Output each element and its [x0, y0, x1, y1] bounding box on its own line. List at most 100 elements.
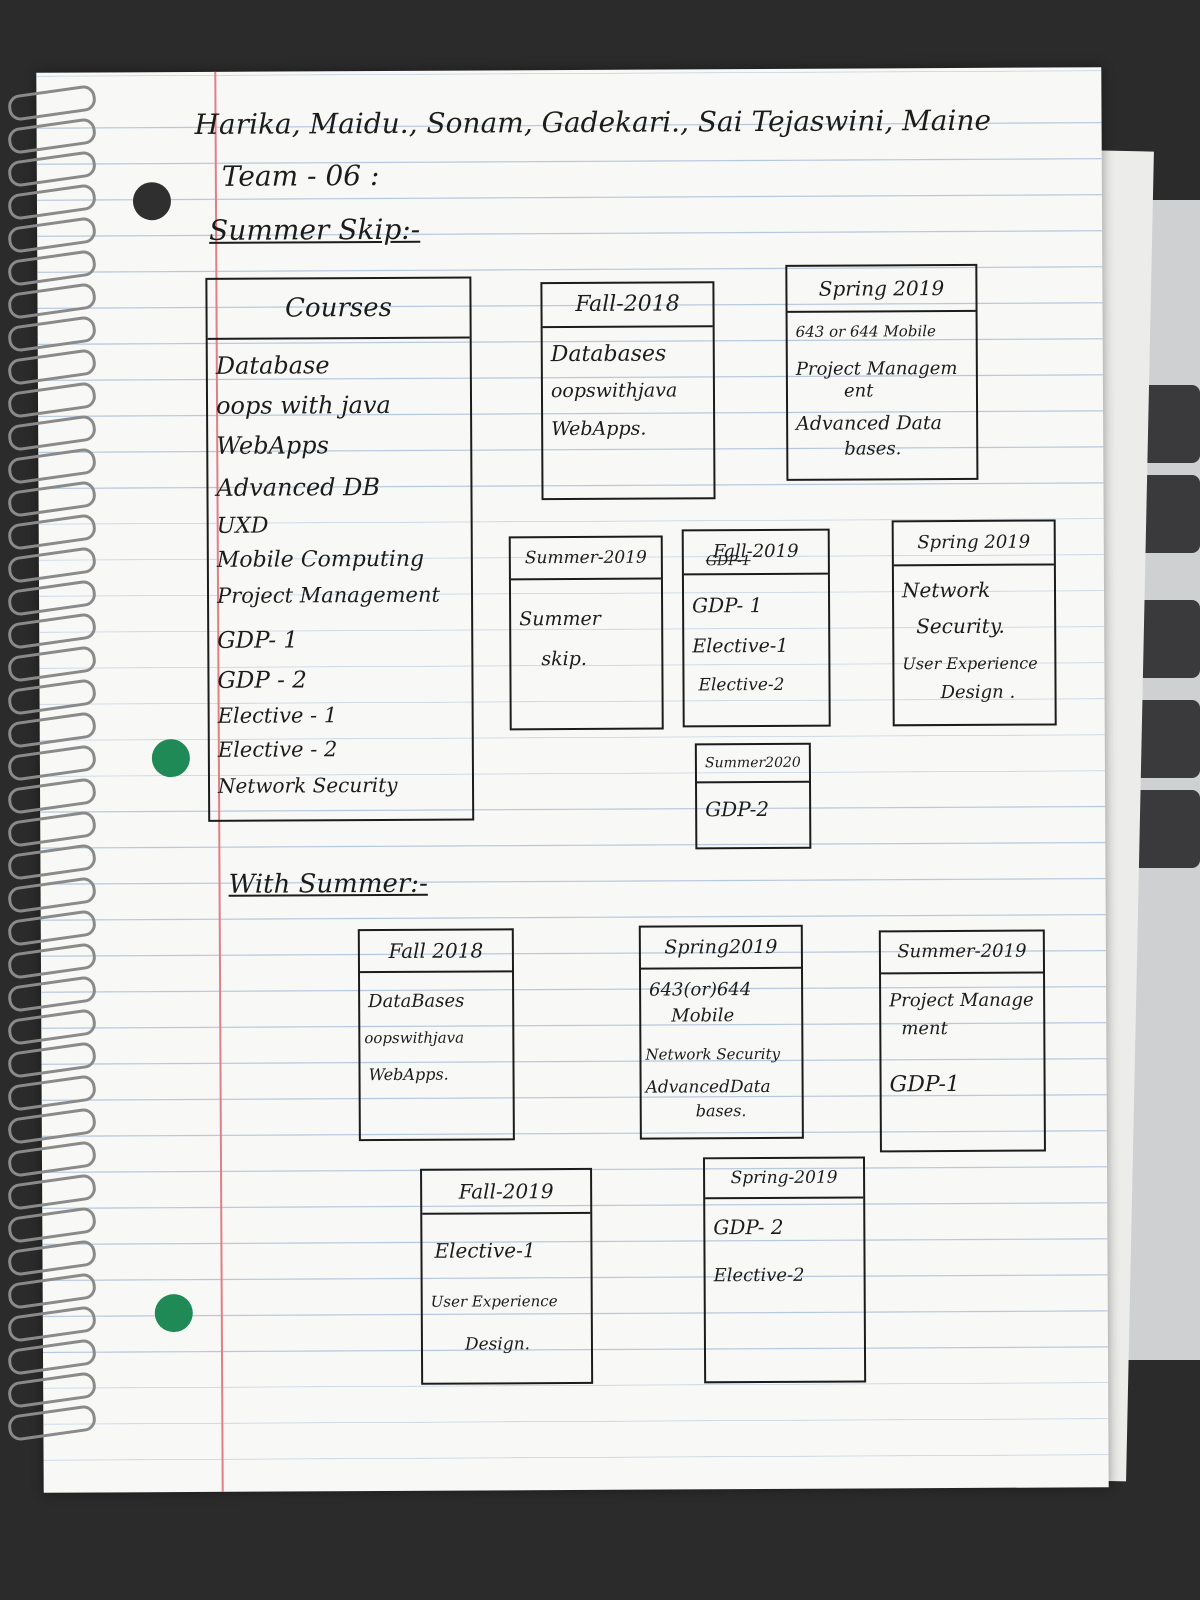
spiral-coil: [6, 414, 98, 452]
spiral-coil: [6, 1404, 98, 1442]
punch-hole: [151, 739, 190, 778]
box-item: Advanced Data: [796, 412, 942, 435]
box-item: Elective-2: [713, 1264, 805, 1287]
box-item: User Experience: [902, 653, 1038, 674]
course-item: oops with java: [215, 390, 391, 420]
spiral-coil: [6, 1305, 98, 1343]
box-item: WebApps.: [551, 417, 647, 441]
course-item: GDP- 1: [217, 627, 299, 654]
box-header: Fall-2018: [542, 283, 713, 329]
fall-2018-box: Fall-2018 Databases oopswithjava WebApps…: [540, 281, 716, 501]
box-item: Summer: [519, 607, 601, 631]
box-header: Spring2019: [640, 926, 801, 970]
spiral-coil: [6, 579, 98, 617]
box-item: 643(or)644: [649, 979, 752, 1001]
spiral-coil: [6, 150, 98, 188]
box-header: Fall 2018: [359, 930, 513, 974]
box-item: GDP- 2: [713, 1214, 784, 1240]
team-label: Team - 06 :: [221, 159, 380, 193]
spiral-coil: [6, 1173, 98, 1211]
box-item: bases.: [695, 1101, 747, 1121]
box-item: ent: [843, 380, 874, 402]
course-item: Elective - 1: [217, 703, 338, 728]
summer-2020-box: Summer2020 GDP-2: [694, 742, 812, 850]
courses-box: Courses Database oops with java WebApps …: [205, 276, 475, 822]
ws-fall-2019-box: Fall-2019 Elective-1 User Experience Des…: [420, 1167, 594, 1385]
spiral-coil: [6, 711, 98, 749]
box-item: Project Manage: [889, 989, 1034, 1012]
box-item: oopswithjava: [550, 379, 678, 403]
box-item: GDP-1: [889, 1071, 960, 1098]
box-header: Spring 2019: [893, 521, 1054, 567]
box-item: User Experience: [430, 1292, 558, 1311]
box-header: Summer-2019: [880, 931, 1044, 975]
box-item: GDP-2: [705, 796, 770, 822]
section-summer-skip: Summer Skip:-: [209, 212, 421, 247]
box-item: AdvancedData: [645, 1076, 771, 1098]
spiral-coil: [6, 975, 98, 1013]
courses-header: Courses: [207, 278, 470, 340]
box-item: skip.: [541, 647, 587, 671]
spiral-coil: [6, 1041, 98, 1079]
course-item: Mobile Computing: [216, 546, 425, 573]
box-item: 643 or 644 Mobile: [795, 322, 936, 341]
box-item: Design.: [464, 1334, 531, 1355]
spiral-coil: [6, 84, 98, 122]
spiral-coil: [6, 117, 98, 155]
spring-2019-box: Spring 2019 643 or 644 Mobile Project Ma…: [785, 263, 979, 481]
box-item: Elective-1: [434, 1238, 536, 1263]
notebook-page: Harika, Maidu., Sonam, Gadekari., Sai Te…: [36, 67, 1109, 1493]
course-item: Network Security: [217, 772, 398, 798]
box-item: Security.: [916, 613, 1005, 639]
spiral-coil: [6, 777, 98, 815]
spiral-coil: [6, 546, 98, 584]
spiral-coil: [6, 1239, 98, 1277]
spiral-coil: [6, 447, 98, 485]
ws-fall-2018-box: Fall 2018 DataBases oopswithjava WebApps…: [357, 928, 515, 1142]
spiral-coil: [6, 1338, 98, 1376]
box-item: Elective-2: [698, 674, 785, 696]
spiral-coil: [6, 612, 98, 650]
section-with-summer: With Summer:-: [228, 868, 428, 900]
spiral-coil: [6, 1107, 98, 1145]
box-item: oopswithjava: [364, 1028, 465, 1048]
summer-2019-box: Summer-2019 Summer skip.: [508, 535, 664, 731]
spiral-coil: [6, 282, 98, 320]
fall-2019-box: Fall-2019 GDP-1 GDP- 1 Elective-1 Electi…: [681, 528, 831, 728]
course-item: Advanced DB: [216, 473, 381, 502]
spiral-coil: [6, 645, 98, 683]
spiral-coil: [6, 909, 98, 947]
spiral-coil: [6, 1206, 98, 1244]
spiral-coil: [6, 1140, 98, 1178]
spiral-coil: [6, 216, 98, 254]
punch-hole: [132, 182, 172, 221]
box-header: Spring 2019: [787, 265, 976, 313]
box-item: Network: [901, 577, 991, 603]
box-header: Spring-2019: [704, 1158, 864, 1200]
spring-2019-second-box: Spring 2019 Network Security. User Exper…: [891, 519, 1057, 727]
box-item: Mobile: [671, 1005, 735, 1027]
spiral-coil: [6, 249, 98, 287]
spiral-coil: [6, 1074, 98, 1112]
punch-hole: [154, 1293, 193, 1333]
spiral-coil: [6, 810, 98, 848]
box-header: Summer-2019: [510, 537, 661, 581]
box-item: Design .: [940, 681, 1016, 704]
box-header: Summer2020: [696, 744, 810, 784]
course-item: GDP - 2: [217, 667, 307, 694]
spiral-coil: [6, 513, 98, 551]
course-item: Project Management: [216, 582, 440, 608]
box-item: Databases: [550, 341, 667, 368]
course-item: WebApps: [216, 431, 329, 460]
crossed-out-text: GDP-1: [705, 553, 751, 570]
course-item: Elective - 2: [217, 737, 338, 762]
box-item: GDP- 1: [692, 593, 763, 618]
spiral-coil: [6, 480, 98, 518]
spiral-coil: [6, 1371, 98, 1409]
spiral-coil: [6, 315, 98, 353]
box-item: Network Security: [645, 1044, 781, 1064]
spiral-coil: [6, 744, 98, 782]
ws-spring-2019-box: Spring2019 643(or)644 Mobile Network Sec…: [638, 924, 804, 1140]
spiral-coil: [6, 183, 98, 221]
box-item: ment: [901, 1018, 948, 1040]
